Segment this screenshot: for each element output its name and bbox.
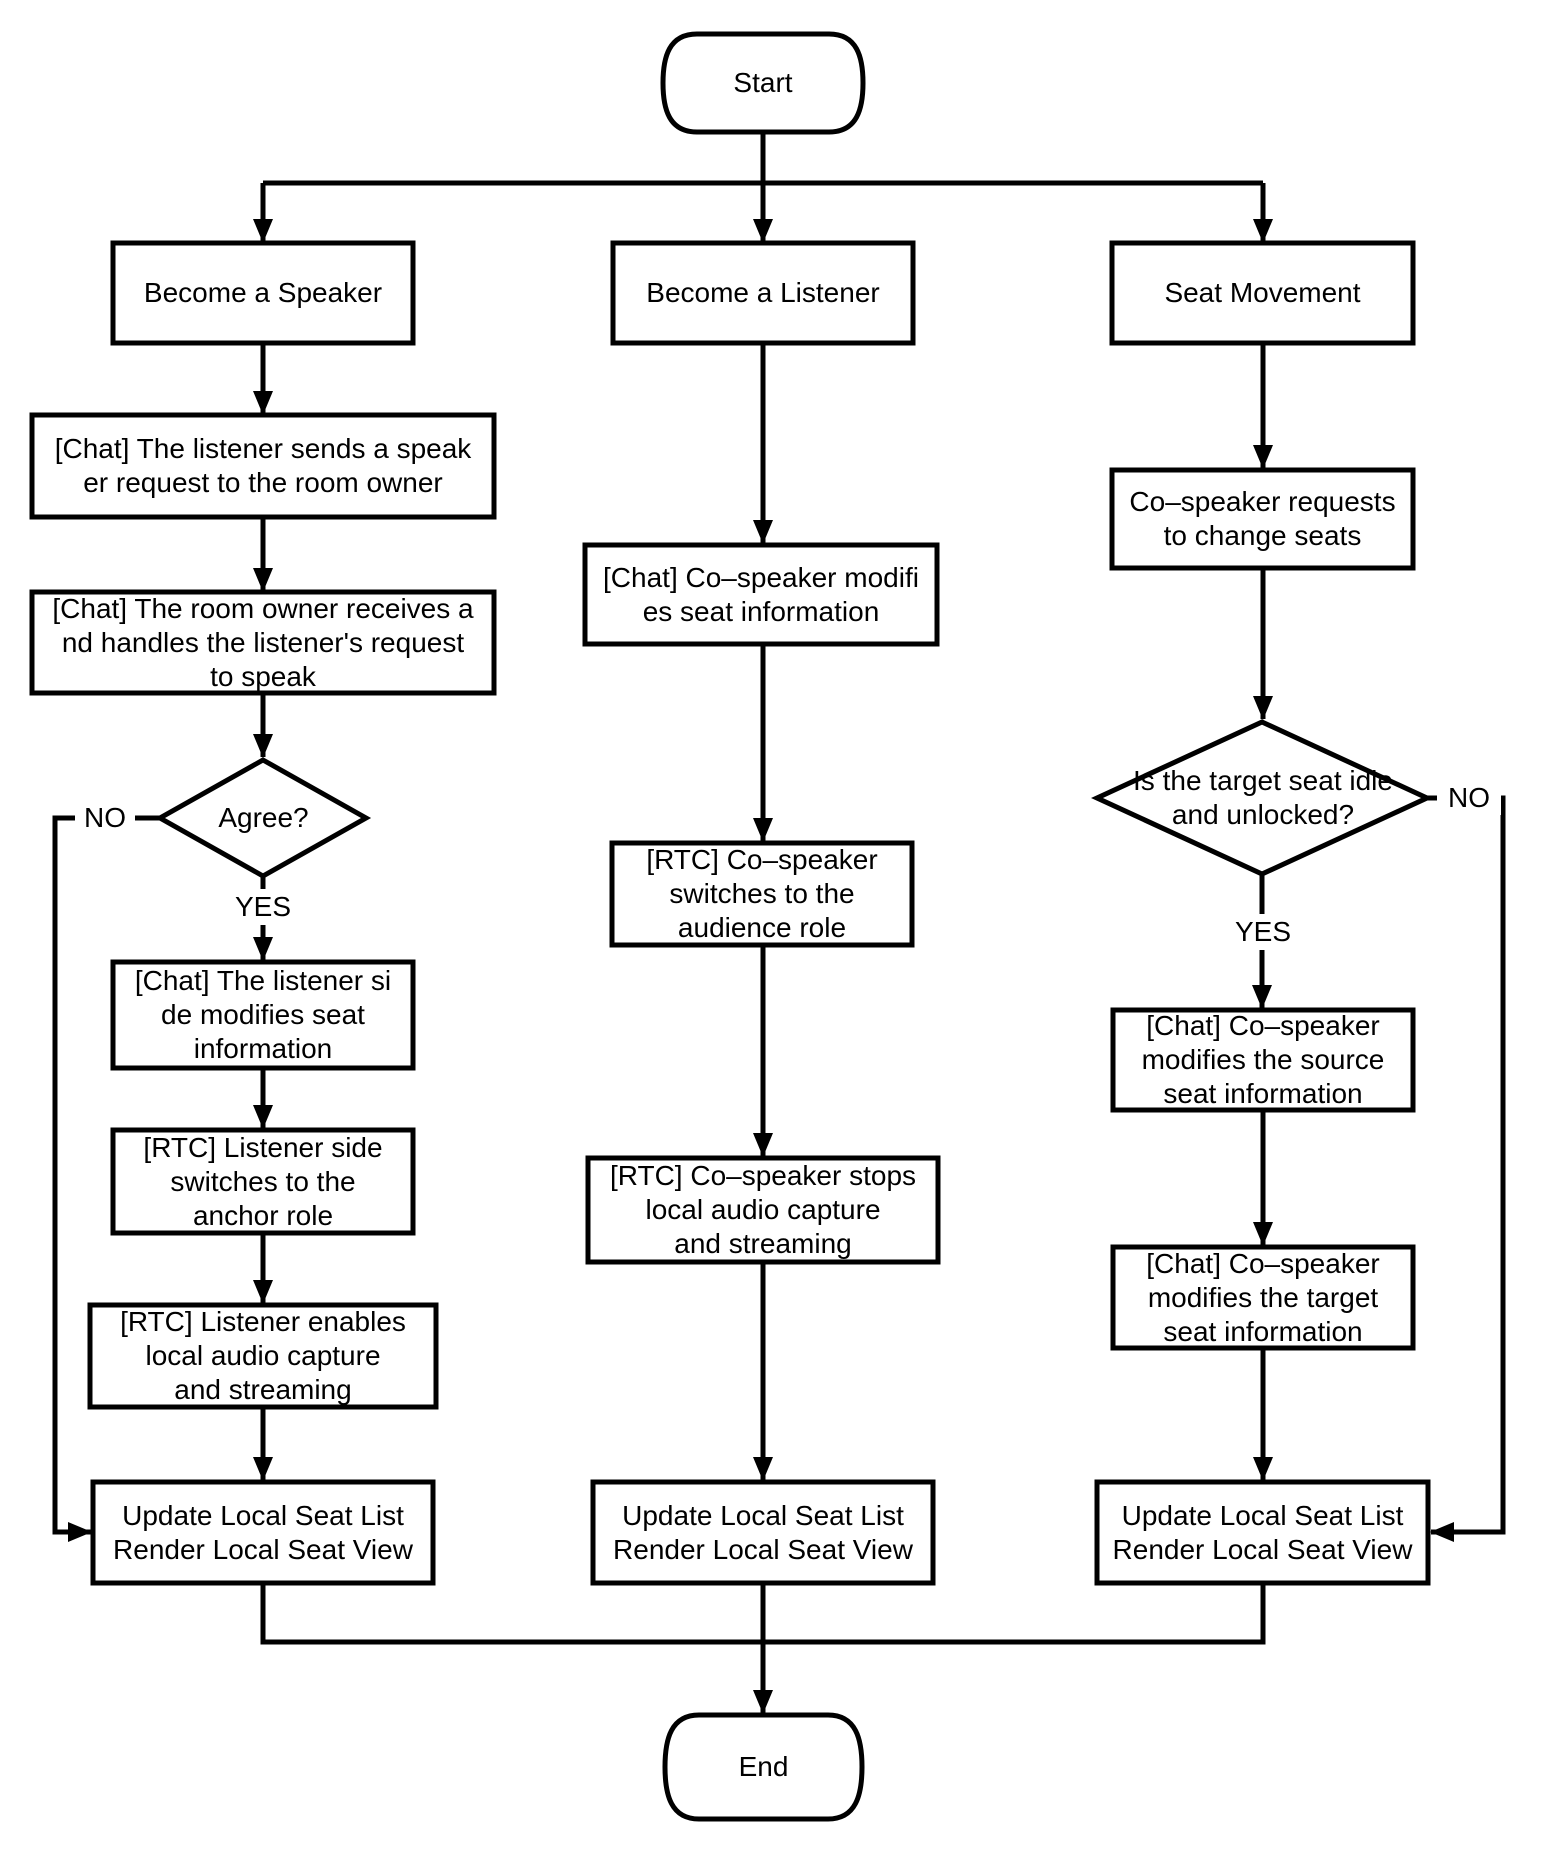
- seat-modify-source-node: [Chat] Co–speaker modifies the source se…: [1141, 1010, 1385, 1109]
- speaker-handle-request-shape: [29, 589, 497, 696]
- seat-request-change-shape: [1109, 467, 1416, 571]
- speaker-send-request-node: [Chat] The listener sends a speak er req…: [54, 433, 472, 498]
- end-shape: [662, 1712, 865, 1822]
- speaker-modify-seat-shape: [110, 959, 416, 1071]
- listener-header-shape: [610, 240, 916, 346]
- speaker-update-shape: [90, 1479, 436, 1586]
- seat-decision-diamond: [1091, 719, 1433, 877]
- speaker-enable-audio-shape: [87, 1302, 439, 1410]
- seat-modify-target-node: [Chat] Co–speaker modifies the target se…: [1146, 1247, 1380, 1347]
- listener-stop-audio-node: [RTC] Co–speaker stops local audio captu…: [609, 1160, 917, 1259]
- speaker-no-edge-label: NO: [75, 801, 135, 835]
- start-node: Start: [733, 67, 793, 98]
- seat-update-node: Update Local Seat List Render Local Seat…: [1112, 1499, 1413, 1565]
- seat-modify-target-shape: [1110, 1244, 1416, 1351]
- listener-switch-role-node: [RTC] Co–speaker switches to the audienc…: [646, 844, 878, 943]
- speaker-switch-role-shape: [110, 1127, 416, 1236]
- seat-no-edge-label: NO: [1437, 781, 1501, 815]
- listener-modify-seat-shape: [582, 542, 940, 647]
- listener-update-shape: [590, 1479, 936, 1586]
- listener-stop-audio-shape: [585, 1155, 941, 1265]
- speaker-decision-node: Agree?: [218, 802, 309, 833]
- speaker-modify-seat-node: [Chat] The listener si de modifies seat …: [134, 965, 392, 1064]
- listener-update-node: Update Local Seat List Render Local Seat…: [613, 1499, 913, 1565]
- start-shape: [660, 31, 866, 135]
- speaker-decision-diamond: [154, 757, 372, 879]
- listener-switch-role-shape: [609, 840, 915, 948]
- end-node: End: [738, 1751, 789, 1782]
- seat-request-change-node: Co–speaker requests to change seats: [1129, 486, 1396, 551]
- speaker-update-node: Update Local Seat List Render Local Seat…: [113, 1499, 413, 1565]
- speaker-handle-request-node: [Chat] The room owner receives a nd hand…: [52, 592, 474, 692]
- speaker-header-shape: [110, 240, 416, 346]
- seat-decision-node: Is the target seat idle and unlocked?: [1133, 765, 1393, 830]
- listener-header-node: Become a Listener: [646, 277, 880, 308]
- speaker-switch-role-node: [RTC] Listener side switches to the anch…: [143, 1131, 383, 1231]
- seat-update-shape: [1094, 1479, 1431, 1586]
- speaker-yes-edge-label: YES: [231, 889, 295, 925]
- seat-header-node: Seat Movement: [1164, 277, 1361, 308]
- speaker-header-node: Become a Speaker: [143, 277, 383, 308]
- edge-seat-no: [1427, 795, 1506, 1542]
- seat-modify-source-shape: [1110, 1007, 1416, 1113]
- seat-header-shape: [1109, 240, 1416, 346]
- seat-yes-edge-label: YES: [1231, 914, 1295, 950]
- speaker-send-request-shape: [29, 412, 497, 520]
- speaker-enable-audio-node: [RTC] Listener enables local audio captu…: [120, 1306, 406, 1405]
- listener-modify-seat-node: [Chat] Co–speaker modifi es seat informa…: [603, 561, 919, 627]
